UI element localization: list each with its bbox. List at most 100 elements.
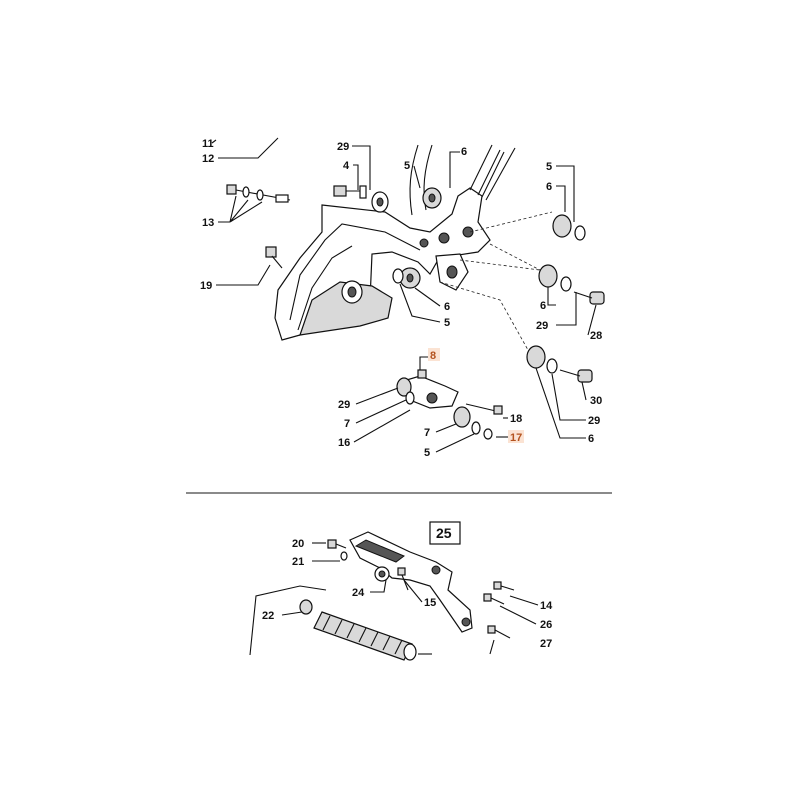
- leader-29-low: [551, 373, 586, 421]
- nut-17: [483, 428, 493, 440]
- footpeg-ridges: [322, 615, 403, 655]
- frame-hole-c: [462, 226, 474, 238]
- frame-tube-right-2: [485, 147, 516, 201]
- leader-5-low: [435, 433, 475, 453]
- highlight-8: [428, 348, 440, 361]
- leader-16: [353, 409, 411, 443]
- label-16: 16: [338, 437, 350, 449]
- leader-6-right: [556, 185, 566, 212]
- label-29-r2: 29: [536, 320, 548, 332]
- label-29-top: 29: [337, 141, 349, 153]
- label-6-top: 6: [461, 146, 467, 158]
- label-6-right: 6: [546, 181, 552, 193]
- leader-7-left: [355, 399, 407, 424]
- bush-6-low: [526, 345, 546, 369]
- label-5-low: 5: [424, 447, 430, 459]
- nut-13: [256, 189, 264, 201]
- bolt-13-head: [226, 184, 237, 195]
- label-30: 30: [590, 395, 602, 407]
- bush-29-left: [396, 377, 412, 397]
- bush-6-right: [552, 214, 572, 238]
- label-24: 24: [352, 587, 365, 599]
- leader-22: [281, 611, 303, 616]
- label-4: 4: [343, 160, 350, 172]
- bolt-30-shaft: [559, 369, 581, 377]
- bolt-14: [493, 581, 502, 590]
- leader-6-low: [535, 367, 586, 439]
- leader-24: [370, 579, 387, 593]
- box-25: [429, 521, 461, 545]
- lower-assembly: 25: [249, 521, 539, 661]
- bolt-26: [483, 593, 492, 602]
- bolt-28: [589, 291, 605, 305]
- washer-4: [359, 185, 367, 199]
- highlight-17: [508, 430, 524, 443]
- leader-8: [419, 356, 428, 370]
- label-5-right: 5: [546, 161, 552, 173]
- label-28: 28: [590, 330, 602, 342]
- label-29-low: 29: [588, 415, 600, 427]
- leader-4: [353, 164, 359, 190]
- bolt-8: [417, 369, 427, 379]
- leader-19: [216, 264, 271, 286]
- upper-assembly: [211, 137, 605, 453]
- bolt-26-shaft: [490, 597, 505, 605]
- washer-5-low: [471, 421, 481, 435]
- frame-cable: [477, 149, 505, 198]
- lever-lug-hole: [378, 570, 386, 578]
- bolt-30: [577, 369, 593, 383]
- bolt-4: [333, 185, 347, 197]
- leader-30: [581, 381, 587, 401]
- lever-hole-a: [431, 565, 441, 575]
- leader-5-top: [413, 165, 421, 189]
- label-6-r2: 6: [540, 300, 546, 312]
- leader-14: [509, 595, 539, 606]
- leader-12: [218, 137, 279, 159]
- leader-13: [218, 195, 263, 223]
- leader-29-r2: [556, 292, 577, 326]
- leader-26: [499, 605, 537, 625]
- bolt-19-shaft: [271, 255, 283, 269]
- washer-21: [340, 551, 348, 561]
- label-6-mid: 6: [444, 301, 450, 313]
- label-5-top: 5: [404, 160, 410, 172]
- label-27: 27: [540, 638, 552, 650]
- leader-15: [403, 579, 423, 603]
- leader-27: [489, 639, 495, 655]
- leader-6-mid: [414, 287, 441, 307]
- bush-6-r2: [538, 264, 558, 288]
- label-12: 12: [202, 153, 214, 165]
- washer-5-mid: [392, 268, 404, 284]
- frame-bracket-hole: [446, 265, 458, 279]
- bolt-20: [327, 539, 337, 549]
- bolt-13-end: [275, 194, 289, 203]
- label-7-mid: 7: [424, 427, 430, 439]
- label-20: 20: [292, 538, 304, 550]
- explode-line-b: [489, 243, 541, 271]
- bolt-15: [397, 567, 406, 576]
- bolt-28-shaft: [573, 291, 593, 299]
- label-11: 11: [202, 138, 214, 150]
- washer-29-r2: [560, 276, 572, 292]
- leader-5-right: [556, 165, 575, 222]
- bracket-16-hole: [426, 392, 438, 404]
- lever-hole-b: [461, 617, 471, 627]
- label-5-mid: 5: [444, 317, 450, 329]
- leader-29-left: [355, 387, 399, 405]
- frame-lower-plate: [299, 281, 393, 336]
- washer-13: [242, 186, 250, 198]
- lever-bracket-shade: [354, 539, 405, 563]
- label-18: 18: [510, 413, 522, 425]
- frame-pivot-hole: [347, 286, 357, 298]
- bolt-27: [487, 625, 496, 634]
- leader-5-mid: [399, 283, 441, 323]
- frame-inner-rail: [289, 223, 421, 321]
- bolt-19-head: [265, 246, 277, 258]
- leader-6-top: [449, 151, 460, 188]
- frame-tube-left: [409, 144, 419, 216]
- footpeg-end: [403, 643, 417, 661]
- label-26: 26: [540, 619, 552, 631]
- bush-6-mid-hole: [406, 273, 414, 283]
- label-19: 19: [200, 280, 212, 292]
